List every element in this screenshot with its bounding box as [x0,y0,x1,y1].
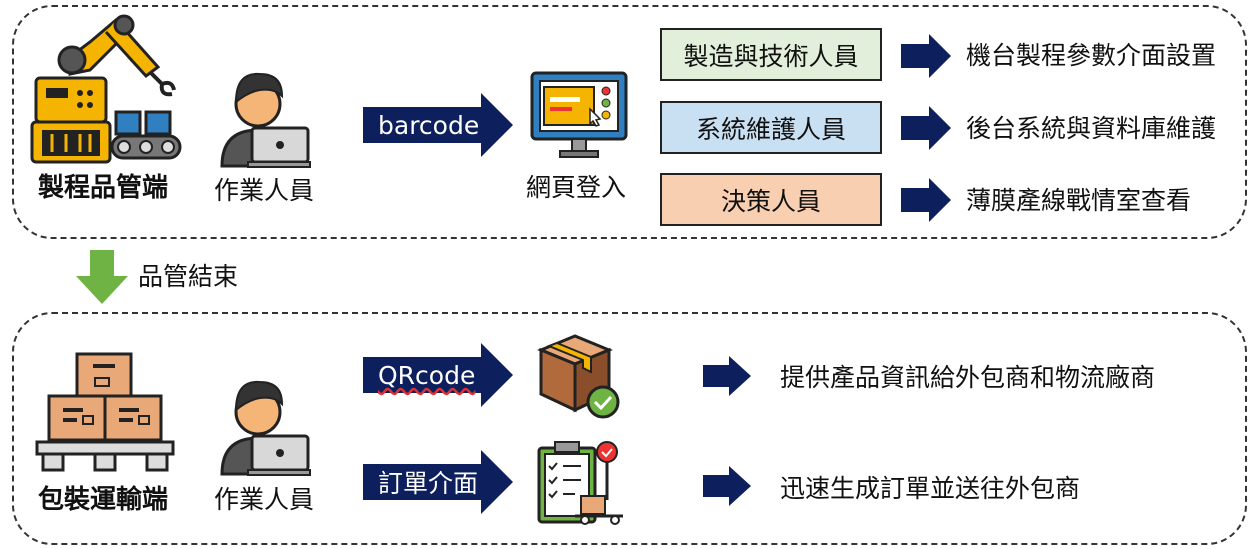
qc-end-down-arrow [76,250,128,304]
result-generate-order: 迅速生成訂單並送往外包商 [780,474,1081,503]
role-box-system-maintenance: 系統維護人員 [660,101,882,154]
role-box-decision-maker: 決策人員 [660,173,882,226]
operator-laptop-icon [220,72,311,168]
order-interface-arrow [363,450,513,514]
qrcode-label: QRcode [378,360,476,390]
package-check-icon [537,334,620,419]
web-login-icon [530,71,628,158]
station-label-packaging-transport: 包裝運輸端 [38,485,169,515]
function-backend-maintenance: 後台系統與資料庫維護 [966,114,1217,143]
station-label-process-qc: 製程品管端 [38,173,169,203]
arrow-to-provide-info [703,356,751,396]
order-interface-label: 訂單介面 [378,469,479,498]
web-login-label: 網頁登入 [526,173,627,202]
arrow-to-backend-maintenance [901,106,951,150]
qrcode-arrow [363,343,513,407]
qc-end-label: 品管結束 [138,262,239,291]
barcode-arrow [363,93,513,157]
barcode-label: barcode [378,110,480,140]
arrow-to-war-room [901,178,951,222]
function-machine-setting: 機台製程參數介面設置 [966,41,1217,70]
boxes-pallet-icon [35,352,175,472]
process-qc-panel [12,5,1247,239]
role-box-manufacturing-tech: 製造與技術人員 [660,28,882,81]
operator-laptop-icon [220,380,311,476]
arrow-to-generate-order [703,466,751,506]
arrow-to-machine-setting [901,34,951,78]
operator-label-bottom: 作業人員 [214,485,315,514]
robot-arm-icon [30,14,182,164]
operator-label-top: 作業人員 [214,176,315,205]
order-checklist-delivery-icon [537,441,623,525]
function-war-room: 薄膜產線戰情室查看 [966,186,1192,215]
result-provide-product-info: 提供產品資訊給外包商和物流廠商 [780,363,1156,392]
packaging-transport-panel [12,312,1247,545]
